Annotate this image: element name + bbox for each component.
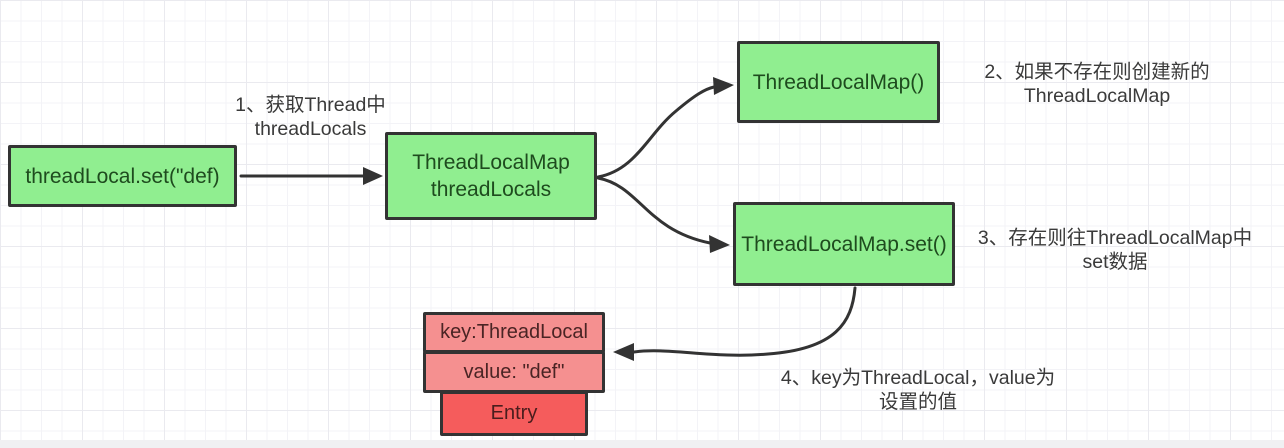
arrow-set-to-entry xyxy=(632,286,857,357)
annotation-step-4-line2: 设置的值 xyxy=(878,391,957,413)
annotation-step-3-line2: set数据 xyxy=(1082,251,1148,273)
annotation-step-2: 2、如果不存在则创建新的 ThreadLocalMap xyxy=(942,60,1252,108)
node-threadlocal-set: threadLocal.set("def) xyxy=(8,145,237,207)
annotation-step-3: 3、存在则往ThreadLocalMap中 set数据 xyxy=(952,226,1278,274)
annotation-step-4: 4、key为ThreadLocal，value为 设置的值 xyxy=(762,366,1074,414)
node-entry-label: Entry xyxy=(490,402,538,424)
node-threadlocalmap-constructor-label: ThreadLocalMap() xyxy=(752,70,925,94)
arrow-map-to-set-head xyxy=(709,235,730,253)
annotation-step-1-line2: threadLocals xyxy=(254,118,367,140)
annotation-step-4-line1: 4、key为ThreadLocal，value为 xyxy=(780,367,1056,389)
node-entry: Entry xyxy=(440,391,588,436)
node-threadlocalmap-line2: threadLocals xyxy=(430,178,552,201)
arrow-set-to-map-head xyxy=(363,167,383,185)
node-entry-key: key:ThreadLocal xyxy=(423,312,605,353)
annotation-step-1-line1: 1、获取Thread中 xyxy=(235,94,386,116)
annotation-step-3-line1: 3、存在则往ThreadLocalMap中 xyxy=(977,227,1253,249)
annotation-step-2-line2: ThreadLocalMap xyxy=(1023,85,1171,107)
node-threadlocalmap-set-label: ThreadLocalMap.set() xyxy=(741,232,947,256)
annotation-step-2-line1: 2、如果不存在则创建新的 xyxy=(984,61,1210,83)
arrow-map-to-ctor-head xyxy=(713,77,734,95)
annotation-step-1: 1、获取Thread中 threadLocals xyxy=(218,93,403,141)
bottom-edge-strip xyxy=(0,440,1284,448)
node-threadlocalmap-line1: ThreadLocalMap xyxy=(412,151,570,174)
node-threadlocalmap-set: ThreadLocalMap.set() xyxy=(733,202,955,286)
node-threadlocal-set-label: threadLocal.set("def) xyxy=(25,164,220,188)
node-entry-key-label: key:ThreadLocal xyxy=(440,321,588,343)
node-entry-value: value: "def" xyxy=(423,351,605,393)
node-threadlocalmap-threadlocals: ThreadLocalMap threadLocals xyxy=(385,132,597,220)
node-threadlocalmap-constructor: ThreadLocalMap() xyxy=(737,41,940,123)
arrow-map-to-ctor xyxy=(596,85,716,179)
node-entry-value-label: value: "def" xyxy=(463,360,565,383)
arrow-map-to-set xyxy=(596,176,712,245)
arrow-set-to-entry-head xyxy=(613,343,634,361)
